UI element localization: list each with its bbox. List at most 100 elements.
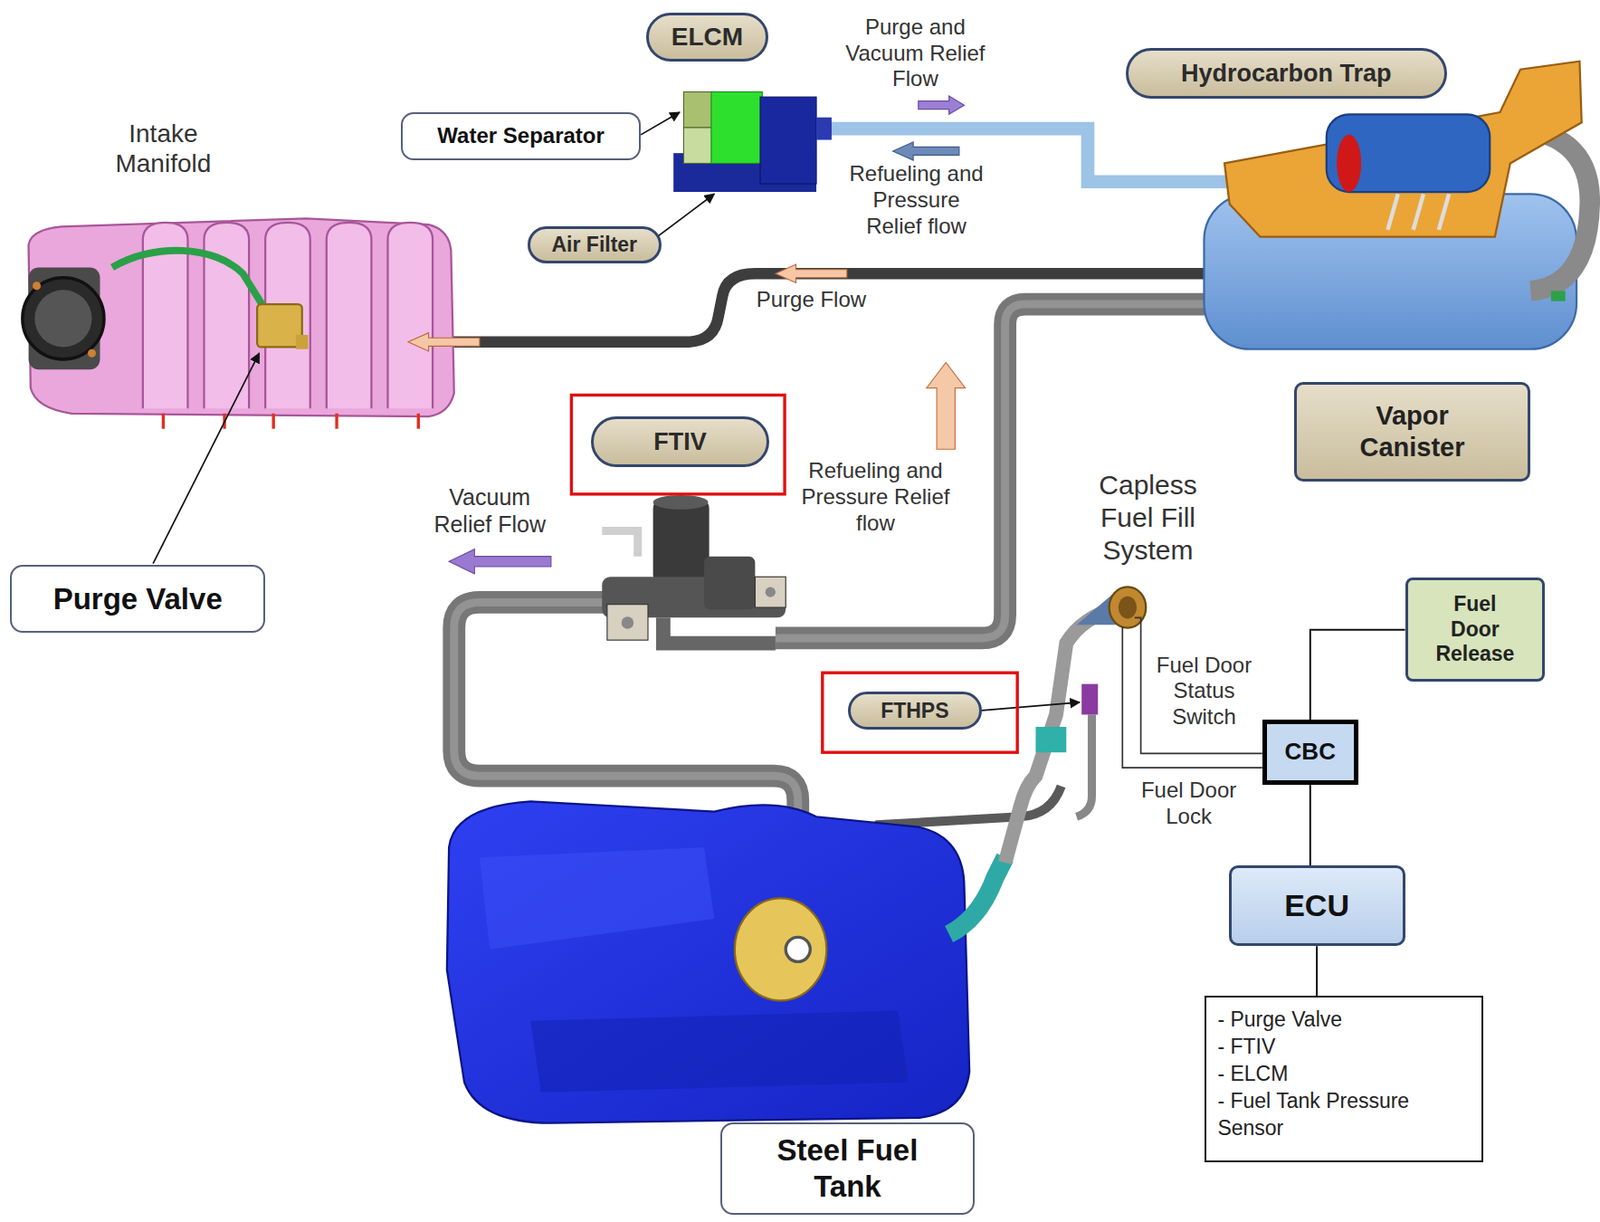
signal-wire	[1122, 617, 1262, 768]
ftiv-valve	[601, 530, 638, 556]
node-text: FTHPS	[880, 698, 949, 724]
component-tag: Hydrocarbon Trap	[1125, 47, 1448, 99]
free-label: Refueling and Pressure Relief flow	[843, 161, 989, 239]
intake-manifold	[271, 413, 275, 429]
leader-line	[152, 352, 259, 563]
component-tag: Vapor Canister	[1294, 381, 1532, 483]
capless-filler	[1081, 684, 1098, 715]
vapor-canister-part	[1326, 114, 1490, 192]
node-text: - Purge Valve	[1217, 1006, 1343, 1034]
node-text: Steel Fuel Tank	[756, 1132, 938, 1204]
ftiv-valve	[653, 497, 710, 585]
ftiv-valve	[704, 556, 755, 610]
node-text: - ELCM	[1217, 1060, 1288, 1088]
node-text: Purge Valve	[53, 580, 223, 618]
free-label: Purge and Vacuum Relief Flow	[826, 14, 1005, 93]
highlight-frame	[822, 672, 1018, 753]
intake-manifold	[22, 218, 455, 429]
callout-box: Water Separator	[400, 112, 641, 161]
vapor-canister-part	[1336, 134, 1362, 192]
free-label: Vacuum Relief Flow	[426, 483, 554, 538]
capless-filler	[949, 857, 1006, 934]
signal-wire	[1134, 617, 1263, 753]
intake-manifold	[22, 277, 105, 360]
vent-hose	[775, 304, 1317, 639]
elcm-module	[673, 92, 832, 193]
fuel-tank	[785, 936, 810, 962]
ftiv-valve	[601, 495, 786, 644]
elcm-module	[683, 92, 713, 128]
elcm-module	[760, 96, 817, 184]
elcm-module	[816, 117, 832, 141]
free-label: Capless Fuel Fill System	[1086, 468, 1210, 567]
ftiv-valve	[621, 616, 635, 629]
intake-manifold	[34, 289, 92, 347]
capless-filler	[1118, 596, 1137, 620]
vapor-canister-part	[1413, 193, 1424, 229]
ftiv-valve	[653, 495, 709, 510]
node-text: FTIV	[653, 427, 707, 457]
node-text: - FTIV	[1217, 1033, 1276, 1061]
node-text: Hydrocarbon Trap	[1180, 58, 1392, 88]
signal-connector	[1309, 784, 1312, 866]
ftiv-valve	[663, 617, 776, 643]
node-text: Air Filter	[552, 232, 639, 258]
intake-manifold	[387, 222, 433, 409]
free-label: Purge Flow	[729, 286, 893, 314]
purge-valve-part	[257, 304, 308, 350]
node-text: - Fuel Tank Pressure Sensor	[1217, 1087, 1471, 1143]
ftiv-valve	[607, 604, 648, 640]
leader-line	[152, 112, 1080, 711]
fuel-tank	[734, 897, 827, 1000]
vapor-canister-part	[1438, 193, 1449, 229]
ftiv-valve	[754, 576, 786, 608]
flow-arrow	[918, 95, 965, 115]
node-text: ELCM	[671, 21, 743, 53]
leader-line	[640, 112, 680, 135]
capless-filler	[1076, 714, 1093, 817]
vapor-canister-part	[1204, 61, 1591, 350]
module-box: Fuel Door Release	[1405, 577, 1545, 682]
flow-arrow	[408, 333, 480, 352]
fuel-tank	[447, 800, 970, 1123]
list-box: - Purge Valve- FTIV- ELCM- Fuel Tank Pre…	[1204, 995, 1484, 1162]
capless-filler	[1035, 726, 1067, 753]
component-tag: FTIV	[590, 416, 770, 467]
free-label: Fuel Door Lock	[1130, 777, 1248, 830]
controller-box: ECU	[1228, 865, 1406, 946]
node-text: Fuel Door Release	[1429, 591, 1521, 667]
node-text: Vapor Canister	[1340, 400, 1486, 464]
flow-arrow	[926, 361, 966, 449]
flow-arrow	[893, 142, 960, 161]
purge-valve-part	[295, 334, 309, 350]
vent-hose	[775, 304, 1317, 639]
highlight-frame	[571, 394, 1018, 753]
signal-connector	[1315, 945, 1318, 996]
callout-box: Purge Valve	[9, 564, 266, 634]
free-label: Intake Manifold	[99, 118, 228, 180]
intake-manifold	[326, 222, 372, 409]
controller-box: CBC	[1262, 719, 1359, 785]
component-tag: FTHPS	[847, 691, 982, 730]
elcm-module	[711, 92, 762, 164]
capless-filler	[949, 586, 1147, 934]
highlight-frame	[571, 394, 785, 494]
fuel-tank	[530, 1010, 908, 1093]
purge-valve-part	[257, 304, 303, 347]
signal-wire	[1122, 626, 1262, 768]
leader-line	[981, 702, 1080, 711]
intake-manifold	[161, 413, 165, 429]
node-text: Water Separator	[437, 123, 605, 150]
intake-manifold	[204, 222, 250, 409]
vapor-canister-part	[1551, 290, 1566, 301]
intake-manifold	[334, 413, 338, 429]
vapor-canister-part	[1387, 193, 1398, 229]
intake-manifold	[87, 349, 96, 358]
node-text: ECU	[1284, 886, 1350, 924]
free-label: Refueling and Pressure Relief flow	[786, 457, 965, 536]
leader-line	[657, 193, 715, 237]
component-tag: ELCM	[646, 12, 769, 62]
ftiv-valve	[765, 586, 776, 597]
flow-arrow	[448, 549, 552, 574]
intake-manifold	[112, 250, 264, 307]
